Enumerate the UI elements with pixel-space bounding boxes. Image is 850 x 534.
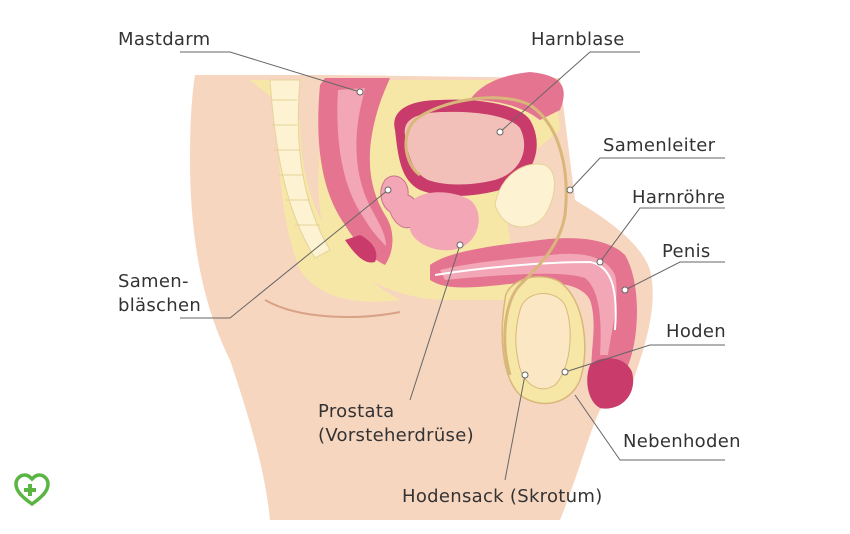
anus bbox=[345, 235, 377, 263]
label-mastdarm: Mastdarm bbox=[118, 29, 211, 50]
testis-shape bbox=[515, 293, 571, 390]
leader-lines bbox=[180, 51, 725, 481]
label-harnroehre: Harnröhre bbox=[632, 187, 726, 208]
urethra-line bbox=[434, 260, 617, 331]
rectum-inner bbox=[337, 88, 386, 246]
label-samenleiter: Samenleiter bbox=[603, 135, 716, 156]
label-hodensack: Hodensack (Skrotum) bbox=[402, 486, 603, 507]
glans-shape bbox=[587, 358, 634, 409]
leader-dots bbox=[356, 88, 629, 379]
body-shade bbox=[264, 299, 401, 318]
pubic-bone bbox=[494, 163, 555, 228]
label-samen: Samen- bbox=[118, 271, 189, 292]
bladder-inner bbox=[404, 111, 525, 185]
label-vorsteherdruese: (Vorsteherdrüse) bbox=[318, 425, 474, 446]
label-penis: Penis bbox=[662, 241, 711, 262]
label-nebenhoden: Nebenhoden bbox=[623, 431, 741, 452]
spine-segments bbox=[271, 99, 320, 226]
bladder-top bbox=[470, 72, 564, 120]
label-blaeschen: bläschen bbox=[118, 295, 202, 316]
label-harnblase: Harnblase bbox=[531, 29, 625, 50]
label-prostata: Prostata bbox=[318, 401, 395, 422]
vas-deferens bbox=[404, 96, 568, 376]
heart-cross-logo-icon bbox=[14, 473, 50, 507]
label-hoden: Hoden bbox=[666, 321, 726, 342]
prostate-shape bbox=[410, 192, 479, 251]
